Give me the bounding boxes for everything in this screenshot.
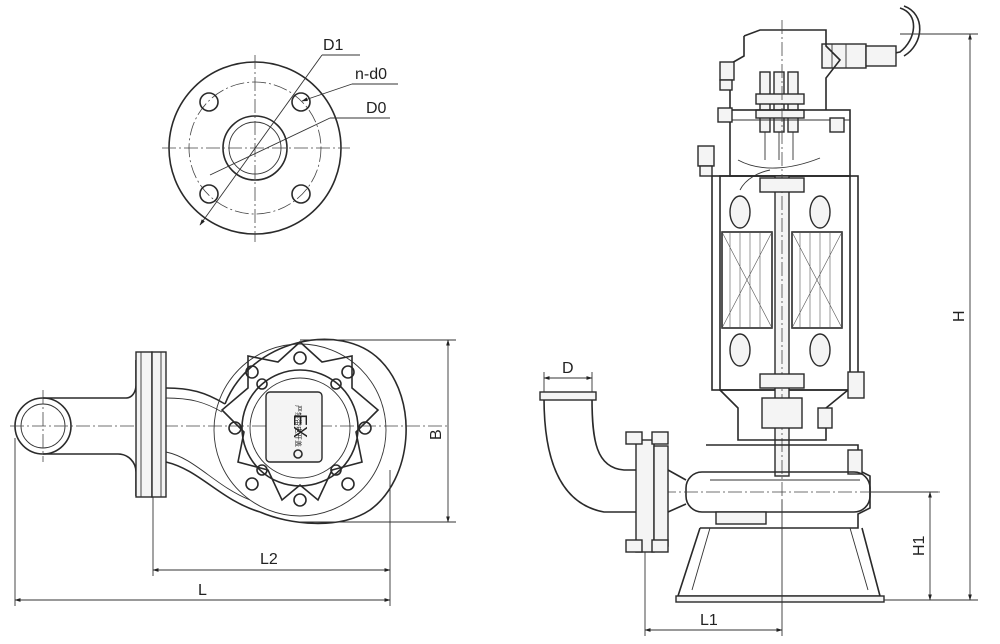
l-label: L [198,582,207,599]
h-label: H [951,310,968,322]
nameplate-warning-text: 严禁带电开盖 [294,405,303,447]
d1-label: D1 [323,37,344,54]
ex-mark: EX [290,414,310,438]
l2-label: L2 [260,551,278,568]
bolt-hole [199,184,219,204]
h1-label: H1 [911,535,928,556]
d-label: D [562,360,574,377]
section-view: D H H1 L1 [539,5,978,636]
bolt-hole [199,92,219,112]
cap-bolts [228,351,372,507]
bolt-hole [291,92,311,112]
stator-winding [721,195,843,367]
terminal-block [755,71,805,160]
nd0-label: n-d0 [355,66,387,83]
plan-view: EX 严禁带电开盖 B L2 L [10,338,456,606]
d0-label: D0 [366,100,387,117]
b-label: B [428,429,445,440]
l1-label: L1 [700,612,718,629]
bolt-hole [291,184,311,204]
flange-view: D1 n-d0 D0 [162,37,398,242]
